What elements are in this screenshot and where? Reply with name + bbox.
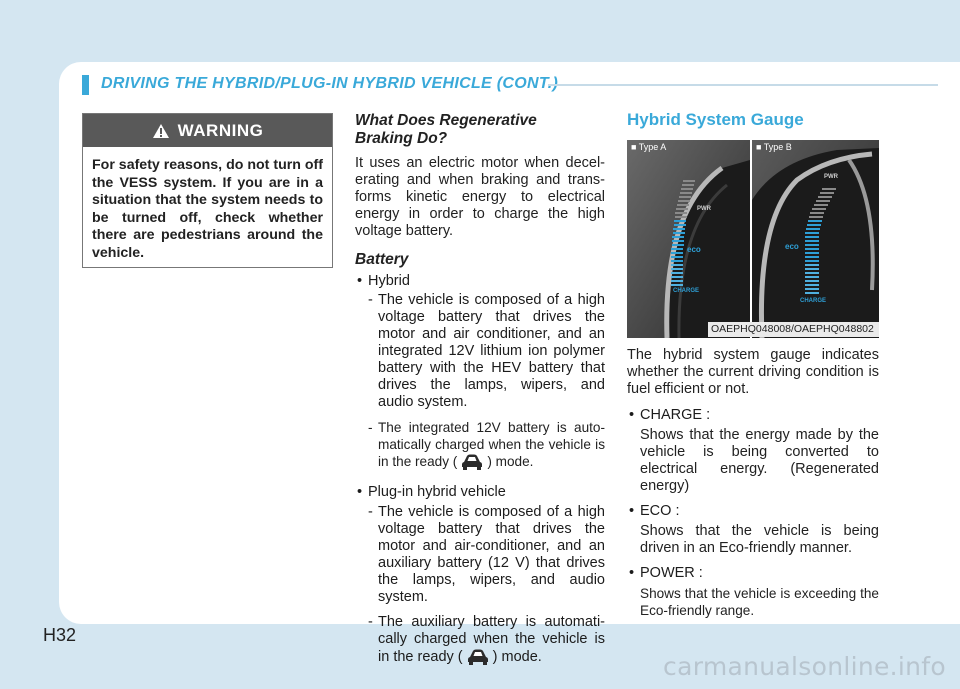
gauge-a-eco-label: eco: [687, 245, 701, 254]
gauge-type-b-label: ■ Type B: [756, 142, 792, 152]
warning-heading: WARNING: [177, 120, 264, 140]
gauge-b-pwr-label: PWR: [824, 174, 839, 180]
gauge-type-a-label: ■ Type A: [631, 142, 666, 152]
section-header: DRIVING THE HYBRID/PLUG-IN HYBRID VEHICL…: [101, 75, 559, 92]
gauge-eco-item: ECO :: [627, 503, 879, 520]
gauge-a-bars: [671, 180, 695, 286]
gauge-charge-item: CHARGE :: [627, 407, 879, 424]
gauge-intro: The hybrid system gauge indicates whethe…: [627, 347, 879, 397]
battery-plugin-dash2-pre: The auxiliary battery is automati-cally …: [378, 614, 605, 665]
battery-plugin-dash2-post: ) mode.: [492, 649, 542, 665]
regen-heading: What Does Regenerative Braking Do?: [355, 112, 537, 147]
battery-hybrid-item: Hybrid: [355, 273, 605, 290]
page-number: H32: [43, 625, 77, 645]
warning-triangle-icon: [152, 123, 169, 138]
car-ready-icon: [462, 454, 483, 470]
gauge-heading: Hybrid System Gauge: [627, 110, 804, 129]
regen-body: It uses an electric motor when decel-era…: [355, 155, 605, 239]
gauge-a-charge-label: CHARGE: [673, 288, 699, 294]
gauge-a-pwr-label: PWR: [697, 206, 712, 212]
watermark[interactable]: carmanualsonline.info: [663, 652, 946, 681]
battery-plugin-dash1: The vehicle is composed of a high voltag…: [355, 504, 605, 606]
battery-heading: Battery: [355, 251, 409, 268]
battery-hybrid-dash2-post: ) mode.: [487, 454, 534, 469]
gauge-b-bars: [805, 188, 836, 294]
battery-hybrid-label: Hybrid: [368, 273, 410, 289]
car-ready-icon: [467, 649, 488, 665]
header-accent-bar: [82, 75, 89, 95]
right-column: The hybrid system gauge indicates whethe…: [627, 347, 879, 619]
middle-column: What Does Regenerative Braking Do? It us…: [355, 112, 605, 666]
gauge-eco-label: ECO :: [640, 503, 680, 519]
warning-header: WARNING: [83, 114, 332, 147]
gauge-eco-desc: Shows that the vehicle is being driven i…: [640, 523, 879, 556]
figure-caption: OAEPHQ048008/OAEPHQ048802: [708, 322, 879, 337]
warning-box: WARNING For safety reasons, do not turn …: [82, 113, 333, 268]
gauge-power-item: POWER :: [627, 565, 879, 582]
gauge-b-eco-label: eco: [785, 242, 799, 251]
battery-hybrid-dash2-pre: The integrated 12V battery is auto-matic…: [378, 420, 605, 469]
gauge-illustration: PWR eco CHARGE ■ Type A: [627, 140, 879, 339]
header-rule: [548, 84, 938, 86]
battery-plugin-dash2: The auxiliary battery is automati-cally …: [355, 614, 605, 666]
gauge-power-desc: Shows that the vehicle is exceeding the …: [640, 586, 879, 618]
warning-text: For safety reasons, do not turn off the …: [92, 157, 323, 261]
battery-plugin-item: Plug-in hybrid vehicle: [355, 484, 605, 501]
gauge-figure: PWR eco CHARGE ■ Type A: [627, 140, 879, 339]
right-column-heading-wrap: Hybrid System Gauge: [627, 110, 879, 130]
battery-hybrid-dash2: The integrated 12V battery is auto-matic…: [355, 419, 605, 471]
gauge-charge-label: CHARGE :: [640, 407, 711, 423]
gauge-power-label: POWER :: [640, 565, 703, 581]
gauge-b-charge-label: CHARGE: [800, 298, 826, 304]
gauge-charge-desc: Shows that the energy made by the vehicl…: [640, 427, 879, 494]
battery-plugin-label: Plug-in hybrid vehicle: [368, 484, 506, 500]
battery-hybrid-dash1: The vehicle is composed of a high voltag…: [355, 292, 605, 411]
